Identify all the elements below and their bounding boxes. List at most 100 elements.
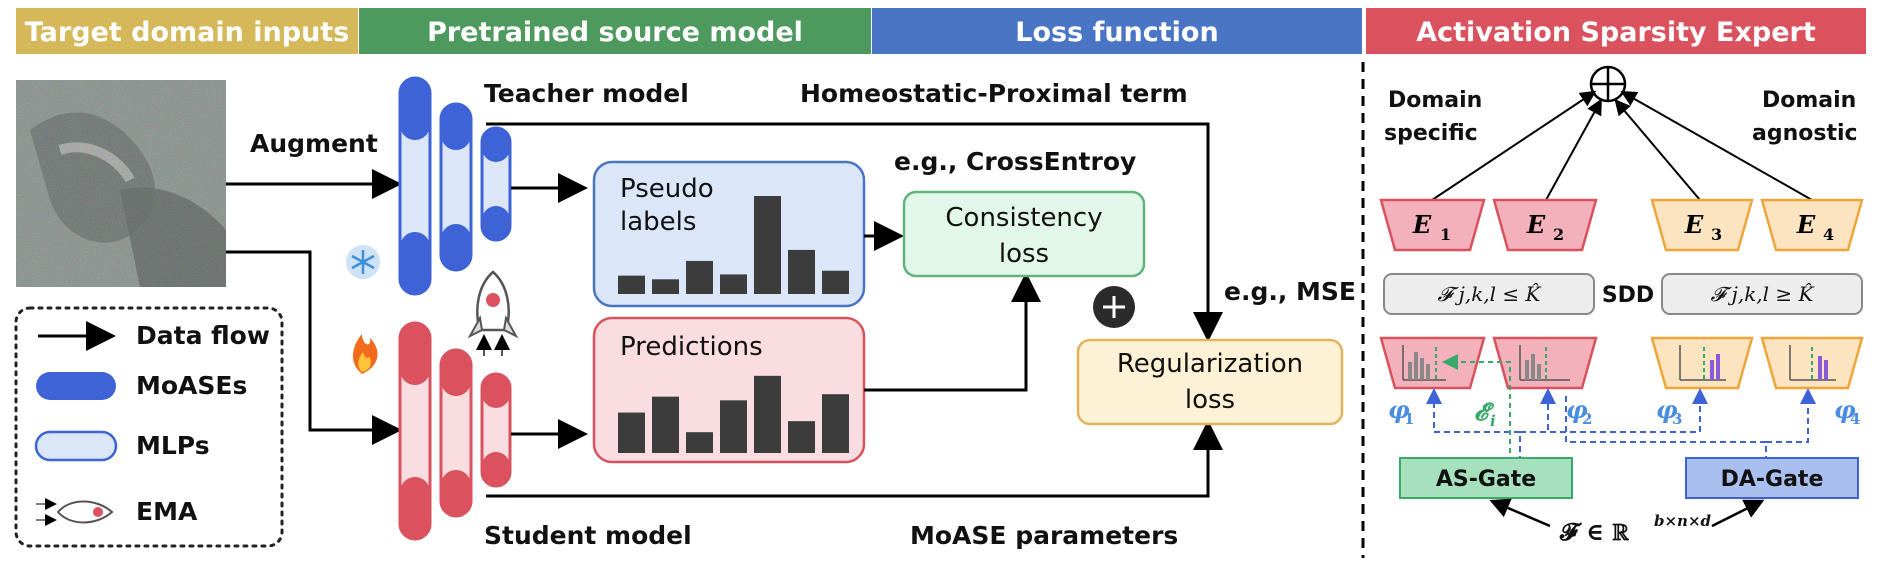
expert-e4: E 4 [1760,198,1864,252]
header-loss-function: Loss function [1015,17,1218,48]
e2-to-sum-arrow [1545,98,1602,201]
e2-label: E [1526,210,1546,239]
gate-connections [1426,388,1816,462]
predictions-histogram [618,375,849,453]
legend-moases-swatch [36,372,116,400]
histogram-bar [618,275,645,294]
histogram-bar [720,274,747,294]
histogram-bar [822,270,849,294]
expert-e3-activation [1650,336,1754,390]
phi1-subscript: 1 [1404,410,1414,428]
legend-mlps: MLPs [136,431,210,460]
expert-e3: E 3 [1650,198,1754,252]
target-input-image [16,80,226,287]
epsilon-subscript: i [1490,412,1496,430]
histogram-bar [754,196,781,294]
moase-params-arrow [486,420,1223,498]
e4-subscript: 4 [1823,225,1834,244]
expert-e1: E 1 [1379,198,1486,252]
legend-data-flow: Data flow [136,321,270,350]
legend-box [14,306,284,548]
domain-agnostic-label-1: Domain [1762,88,1856,113]
domain-agnostic-label-2: agnostic [1752,121,1858,146]
sum-icon [1589,65,1627,103]
histogram-bar [652,279,679,294]
crossentropy-label: e.g., CrossEntroy [894,147,1136,176]
legend-ema-icon [36,498,114,526]
legend-moases: MoASEs [136,371,247,400]
homeostatic-arrow [486,122,1223,342]
legend-ema: EMA [136,497,198,526]
expert-e2-activation [1492,336,1598,390]
sparsity-condition-left [1383,273,1595,315]
histogram-bar [788,421,815,453]
phi2-subscript: 2 [1582,410,1592,428]
e1-subscript: 1 [1440,225,1451,244]
consistency-loss-box [902,190,1146,278]
feature-tensor-label: 𝓕 ∈ ℝ [1559,517,1629,546]
e1-label: E [1412,210,1432,239]
header-source-model: Pretrained source model [427,17,803,48]
da-gate-box [1685,457,1859,499]
expert-e2: E 2 [1492,198,1598,252]
regularization-loss-text-1: Regularization [1117,349,1303,379]
augment-label: Augment [250,129,378,158]
ema-icon [467,270,519,356]
sparsity-condition-right [1661,273,1863,315]
phi1-label: φ [1388,395,1410,424]
sdd-label: SDD [1602,283,1654,308]
header-inputs: Target domain inputs [25,17,350,48]
header-activation-sparsity-expert: Activation Sparsity Expert [1416,17,1816,48]
histogram-bar [652,396,679,453]
teacher-model-label: Teacher model [484,79,689,108]
as-gate-box [1399,457,1573,499]
fire-icon [352,334,378,374]
student-model-label: Student model [484,521,692,550]
e3-to-sum-arrow [1614,98,1701,201]
expert-e4-activation [1760,336,1864,390]
as-gate-label: AS-Gate [1436,467,1536,492]
student-model [398,321,512,541]
plus-icon [1093,286,1135,328]
snowflake-icon [346,245,380,279]
e2-subscript: 2 [1553,225,1564,244]
phi3-label: φ [1656,395,1678,424]
legend-mlps-swatch [34,430,118,462]
da-gate-label: DA-Gate [1721,467,1824,492]
regularization-loss-text-2: loss [1185,385,1235,415]
homeostatic-label: Homeostatic-Proximal term [800,79,1188,108]
e1-to-sum-arrow [1431,90,1597,201]
feature-to-as-gate-arrow [1489,498,1551,528]
feature-tensor-shape: b×n×d [1654,512,1712,530]
mse-label: e.g., MSE [1224,277,1356,306]
histogram-bar [618,412,645,453]
e3-label: E [1684,210,1704,239]
phi4-subscript: 4 [1850,410,1860,428]
histogram-bar [686,260,713,294]
sparsity-condition-right-text: 𝓕 j,k,l ≥ K̂ [1711,282,1815,306]
feature-to-da-gate-arrow [1711,499,1765,528]
teacher-model [398,76,512,296]
header-loss-bg [872,8,1362,54]
pseudo-labels-text-2: labels [620,207,696,237]
expert-e1-activation [1379,336,1486,390]
predictions-text: Predictions [620,332,763,362]
phi3-subscript: 3 [1672,410,1682,428]
phi4-label: φ [1834,395,1856,424]
histogram-bar [720,400,747,453]
e3-subscript: 3 [1711,225,1722,244]
epsilon-connection [1442,354,1511,462]
header-expert-bg [1366,8,1866,54]
pseudo-labels-histogram [618,196,849,294]
student-input-arrow [226,250,402,445]
header-bar: Target domain inputs Pretrained source m… [16,8,1866,54]
sparsity-condition-left-text: 𝓕 j,k,l ≤ K̂ [1438,282,1542,306]
histogram-bar [822,394,849,453]
header-source-bg [359,8,871,54]
consistency-loss-text-1: Consistency [945,203,1102,233]
pseudo-labels-text-1: Pseudo [620,174,714,204]
consistency-loss-text-2: loss [999,239,1049,269]
moase-params-label: MoASE parameters [910,521,1178,550]
